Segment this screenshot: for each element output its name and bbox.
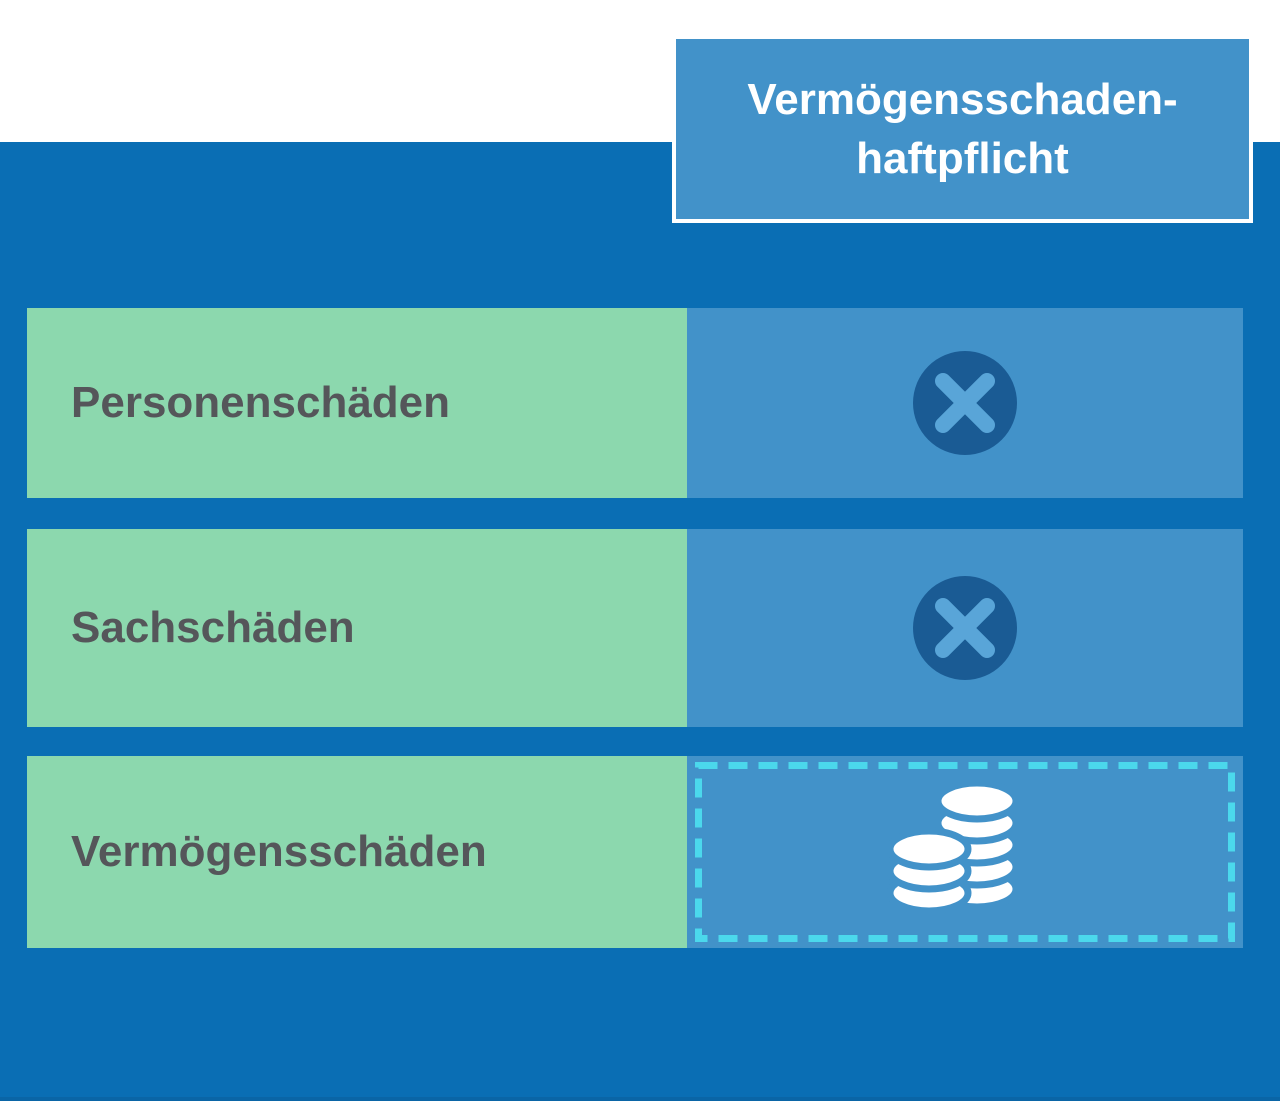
title-line-2: haftpflicht — [856, 134, 1069, 183]
row-label-vermoegensschaeden: Vermögensschäden — [27, 756, 687, 948]
header-box: Vermögensschaden- haftpflicht — [672, 35, 1253, 223]
row-value-sachschaeden — [687, 529, 1243, 727]
row-personenschaeden: Personenschäden — [27, 308, 1243, 498]
page-title: Vermögensschaden- haftpflicht — [747, 70, 1177, 189]
row-label-personenschaeden: Personenschäden — [27, 308, 687, 498]
x-circle-icon — [913, 576, 1017, 680]
row-label-sachschaeden: Sachschäden — [27, 529, 687, 727]
coin-stack-short — [886, 827, 972, 915]
row-label-text: Vermögensschäden — [71, 827, 487, 876]
row-vermoegensschaeden: Vermögensschäden — [27, 756, 1243, 948]
row-value-personenschaeden — [687, 308, 1243, 498]
x-circle-icon — [913, 351, 1017, 455]
title-line-1: Vermögensschaden- — [747, 74, 1178, 124]
row-label-text: Personenschäden — [71, 378, 451, 427]
row-label-text: Sachschäden — [71, 603, 355, 652]
row-value-vermoegensschaeden — [687, 756, 1243, 948]
row-sachschaeden: Sachschäden — [27, 529, 1243, 727]
coins-icon — [886, 781, 1020, 915]
